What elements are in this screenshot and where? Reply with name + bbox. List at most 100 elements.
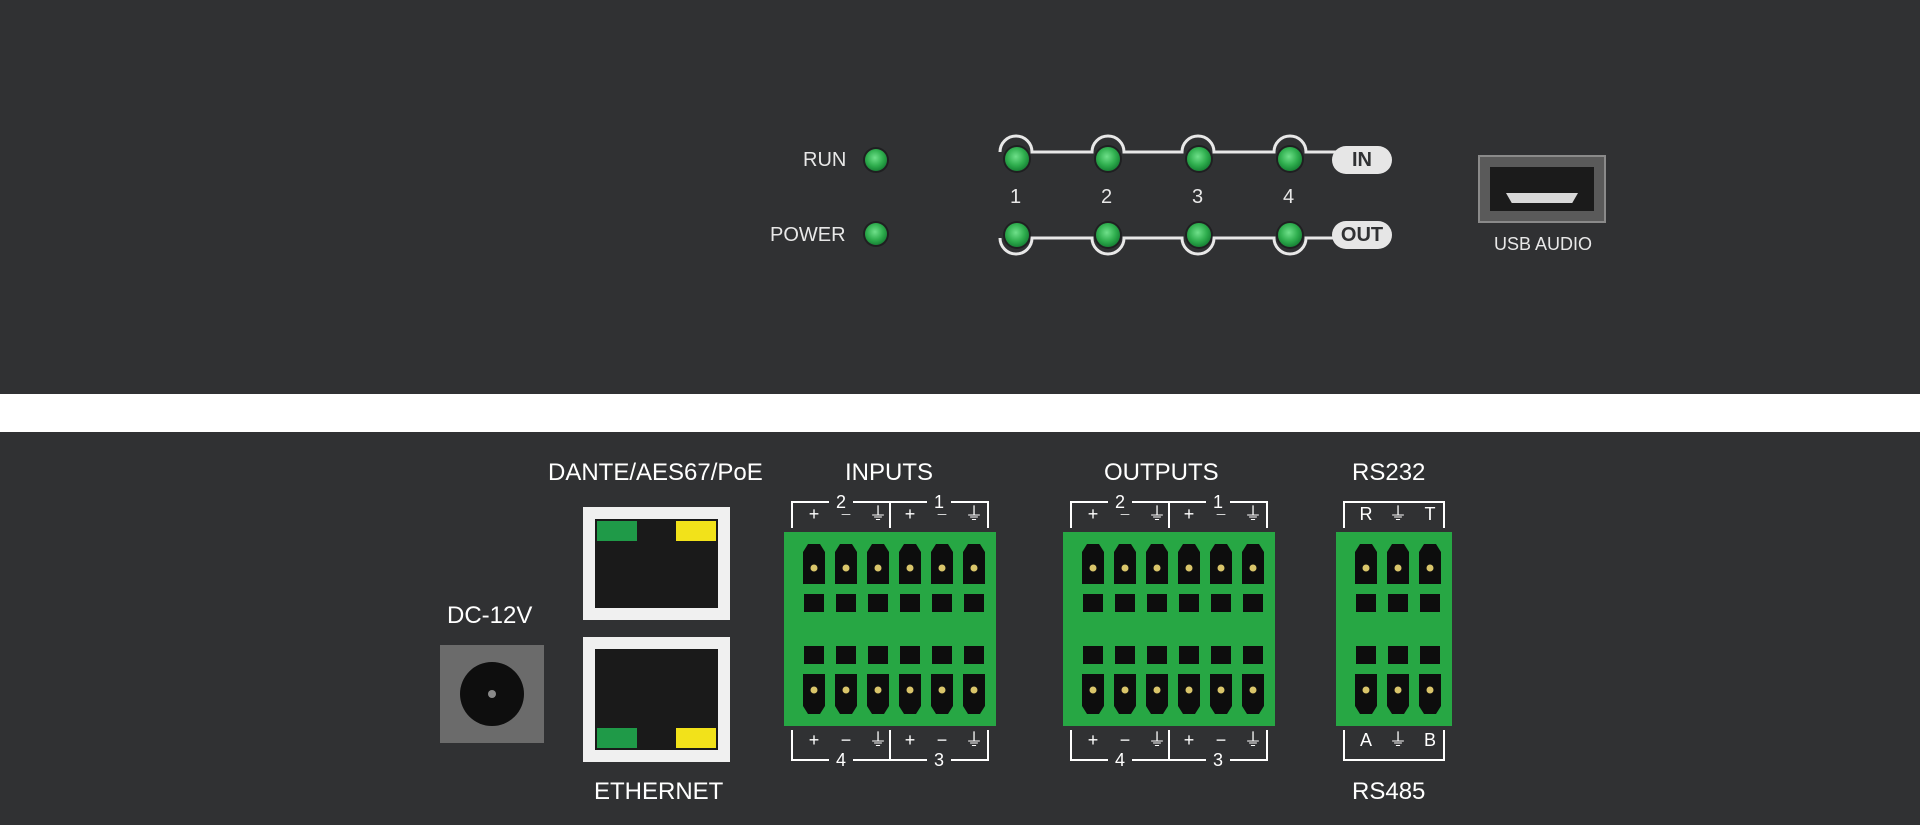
outputs-latch-top-1: [1083, 594, 1103, 612]
serial-bottom-pin-label-3: B: [1424, 730, 1436, 750]
run-led: [865, 149, 887, 171]
outputs-latch-bottom-5: [1211, 646, 1231, 664]
inputs-bottom-screw-6: [970, 686, 978, 694]
outputs-bottom-socket-3: [1146, 674, 1168, 714]
rs232-label: RS232: [1352, 459, 1426, 486]
inputs-bottom-group-1: 4: [836, 750, 846, 770]
inputs-latch-top-1: [804, 594, 824, 612]
outputs-bottom-screw-2: [1121, 686, 1129, 694]
inputs-bottom-screw-5: [938, 686, 946, 694]
inputs-latch-top-5: [932, 594, 952, 612]
outputs-top-group-bg-2: [1206, 490, 1230, 514]
inputs-latch-bottom-1: [804, 646, 824, 664]
serial-bottom-socket-2: [1387, 674, 1409, 714]
outputs-top-group-bg-1: [1108, 490, 1132, 514]
inputs-latch-bottom-4: [900, 646, 920, 664]
rear-panel: DC-12V DANTE/AES67/PoE ETHERNET INPUTS O…: [0, 432, 1920, 825]
inputs-bottom-pin-label-3: ⏚: [869, 730, 887, 750]
outputs-latch-top-6: [1243, 594, 1263, 612]
inputs-top-screw-3: [874, 564, 882, 572]
outputs-top-socket-5: [1210, 544, 1232, 584]
outputs-top-screw-6: [1249, 564, 1257, 572]
out-led-1: [1005, 223, 1029, 247]
outputs-latch-bottom-6: [1243, 646, 1263, 664]
inputs-label: INPUTS: [845, 459, 934, 486]
inputs-bottom-pin-label-5: −: [937, 730, 948, 750]
inputs-top-pin-label-6: ⏚: [965, 504, 983, 524]
inputs-latch-bottom-2: [836, 646, 856, 664]
outputs-bottom-pin-label-3: ⏚: [1148, 730, 1166, 750]
channel-number-2: 2: [1101, 186, 1113, 208]
outputs-top-pin-label-4: +: [1184, 504, 1195, 524]
outputs-bottom-socket-5: [1210, 674, 1232, 714]
out-pill: OUT: [1332, 221, 1392, 249]
outputs-top-socket-4: [1178, 544, 1200, 584]
serial-bottom-bracket: [1343, 730, 1445, 761]
outputs-bottom-screw-1: [1089, 686, 1097, 694]
outputs-top-pin-label-3: ⏚: [1148, 504, 1166, 524]
inputs-top-group-2: 1: [934, 492, 944, 512]
ethernet-port-1[interactable]: [583, 507, 730, 620]
in-led-1: [1005, 147, 1029, 171]
serial-top-screw-1: [1362, 564, 1370, 572]
serial-bottom-pin-label-2: ⏚: [1389, 730, 1407, 750]
outputs-bottom-pin-label-5: −: [1216, 730, 1227, 750]
in-led-2: [1096, 147, 1120, 171]
inputs-latch-top-6: [964, 594, 984, 612]
usb-audio-label: USB AUDIO: [1494, 234, 1593, 254]
outputs-bottom-group-1: 4: [1115, 750, 1125, 770]
outputs-latch-bottom-4: [1179, 646, 1199, 664]
outputs-top-screw-2: [1121, 564, 1129, 572]
outputs-top-socket-2: [1114, 544, 1136, 584]
channel-number-3: 3: [1192, 186, 1204, 208]
ethernet-port-2[interactable]: [583, 637, 730, 762]
inputs-top-socket-1: [803, 544, 825, 584]
inputs-top-pin-label-1: +: [809, 504, 820, 524]
outputs-bottom-socket-1: [1082, 674, 1104, 714]
outputs-label: OUTPUTS: [1104, 459, 1219, 486]
serial-latch-bottom-1: [1356, 646, 1376, 664]
inputs-top-pin-label-3: ⏚: [869, 504, 887, 524]
inputs-bottom-screw-2: [842, 686, 850, 694]
outputs-bottom-screw-3: [1153, 686, 1161, 694]
outputs-bottom-socket-2: [1114, 674, 1136, 714]
outputs-top-group-2: 1: [1213, 492, 1223, 512]
serial-top-socket-2: [1387, 544, 1409, 584]
power-label: POWER: [770, 224, 846, 246]
serial-bottom-pin-label-1: A: [1360, 730, 1372, 750]
front-panel: RUN POWER IN 1 2 3 4 OUT USB AUDIO: [0, 0, 1920, 394]
inputs-bottom-socket-3: [867, 674, 889, 714]
serial-top-pin-label-2: ⏚: [1389, 504, 1407, 524]
serial-latch-top-1: [1356, 594, 1376, 612]
inputs-bottom-screw-1: [810, 686, 818, 694]
outputs-bottom-socket-4: [1178, 674, 1200, 714]
outputs-top-group-1: 2: [1115, 492, 1125, 512]
serial-latch-top-3: [1420, 594, 1440, 612]
run-label: RUN: [803, 149, 847, 171]
outputs-bottom-pin-label-6: ⏚: [1244, 730, 1262, 750]
inputs-top-socket-4: [899, 544, 921, 584]
rs485-label: RS485: [1352, 778, 1426, 805]
serial-top-screw-3: [1426, 564, 1434, 572]
outputs-bottom-group-2: 3: [1213, 750, 1223, 770]
serial-top-socket-3: [1419, 544, 1441, 584]
inputs-top-socket-2: [835, 544, 857, 584]
serial-bottom-screw-2: [1394, 686, 1402, 694]
outputs-bottom-screw-6: [1249, 686, 1257, 694]
outputs-top-screw-1: [1089, 564, 1097, 572]
ethernet-label: ETHERNET: [594, 778, 724, 805]
outputs-top-screw-3: [1153, 564, 1161, 572]
serial-top-bracket: [1343, 501, 1445, 528]
serial-top-screw-2: [1394, 564, 1402, 572]
serial-bottom-socket-1: [1355, 674, 1377, 714]
outputs-latch-top-5: [1211, 594, 1231, 612]
dc-power-jack[interactable]: [440, 645, 544, 743]
inputs-bottom-pin-label-1: +: [809, 730, 820, 750]
outputs-latch-bottom-2: [1115, 646, 1135, 664]
outputs-latch-bottom-1: [1083, 646, 1103, 664]
outputs-bottom-socket-6: [1242, 674, 1264, 714]
outputs-top-pin-label-6: ⏚: [1244, 504, 1262, 524]
serial-top-pin-label-3: T: [1425, 504, 1436, 524]
usb-audio-port[interactable]: [1478, 155, 1606, 223]
